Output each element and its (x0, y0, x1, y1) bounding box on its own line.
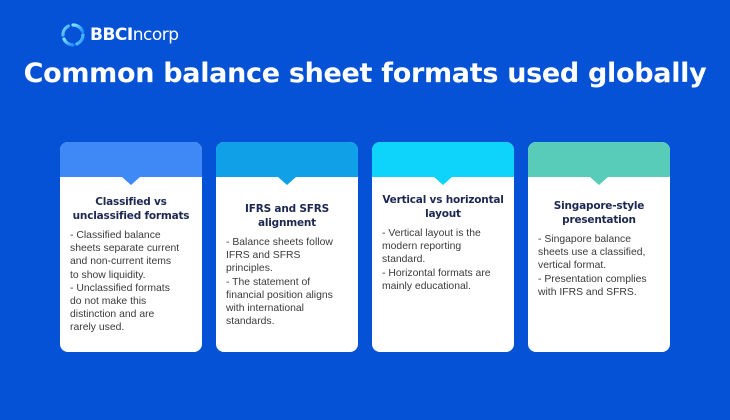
card-title: Vertical vs horizontal layout (382, 194, 504, 220)
card-header (216, 142, 358, 185)
card-ifrs-sfrs-alignment: IFRS and SFRS alignment - Balance sheets… (216, 142, 358, 352)
card-text: - Vertical layout is the modern reportin… (382, 228, 491, 292)
notch-arrow-icon (434, 177, 452, 185)
card-singapore-style-presentation: Singapore-style presentation - Singapore… (528, 142, 670, 352)
card-vertical-horizontal-layout: Vertical vs horizontal layout - Vertical… (372, 142, 514, 352)
card-title: Singapore-style presentation (553, 200, 645, 226)
notch-arrow-icon (122, 177, 140, 185)
brand-name-rest: ncorp (132, 25, 179, 45)
card-text: - Classified balance sheets separate cur… (70, 230, 180, 334)
card-title: Classified vs unclassified formats (72, 196, 190, 222)
card-classified-formats: Classified vs unclassified formats - Cla… (60, 142, 202, 352)
page-title: Common balance sheet formats used global… (23, 58, 707, 89)
card-text: - Singapore balance sheets use a classif… (538, 234, 647, 298)
notch-arrow-icon (278, 177, 296, 185)
brand-name-bold: BBCI (90, 25, 133, 45)
bbcincorp-logo-icon (61, 23, 85, 47)
card-title: IFRS and SFRS alignment (245, 203, 329, 229)
brand-name: BBCIncorp (90, 25, 179, 45)
card-header (372, 142, 514, 185)
card-header (528, 142, 670, 185)
brand-logo: BBCIncorp (60, 22, 179, 48)
notch-arrow-icon (590, 177, 608, 185)
card-text: - Balance sheets follow IFRS and SFRS pr… (226, 237, 333, 328)
card-header (60, 142, 202, 185)
